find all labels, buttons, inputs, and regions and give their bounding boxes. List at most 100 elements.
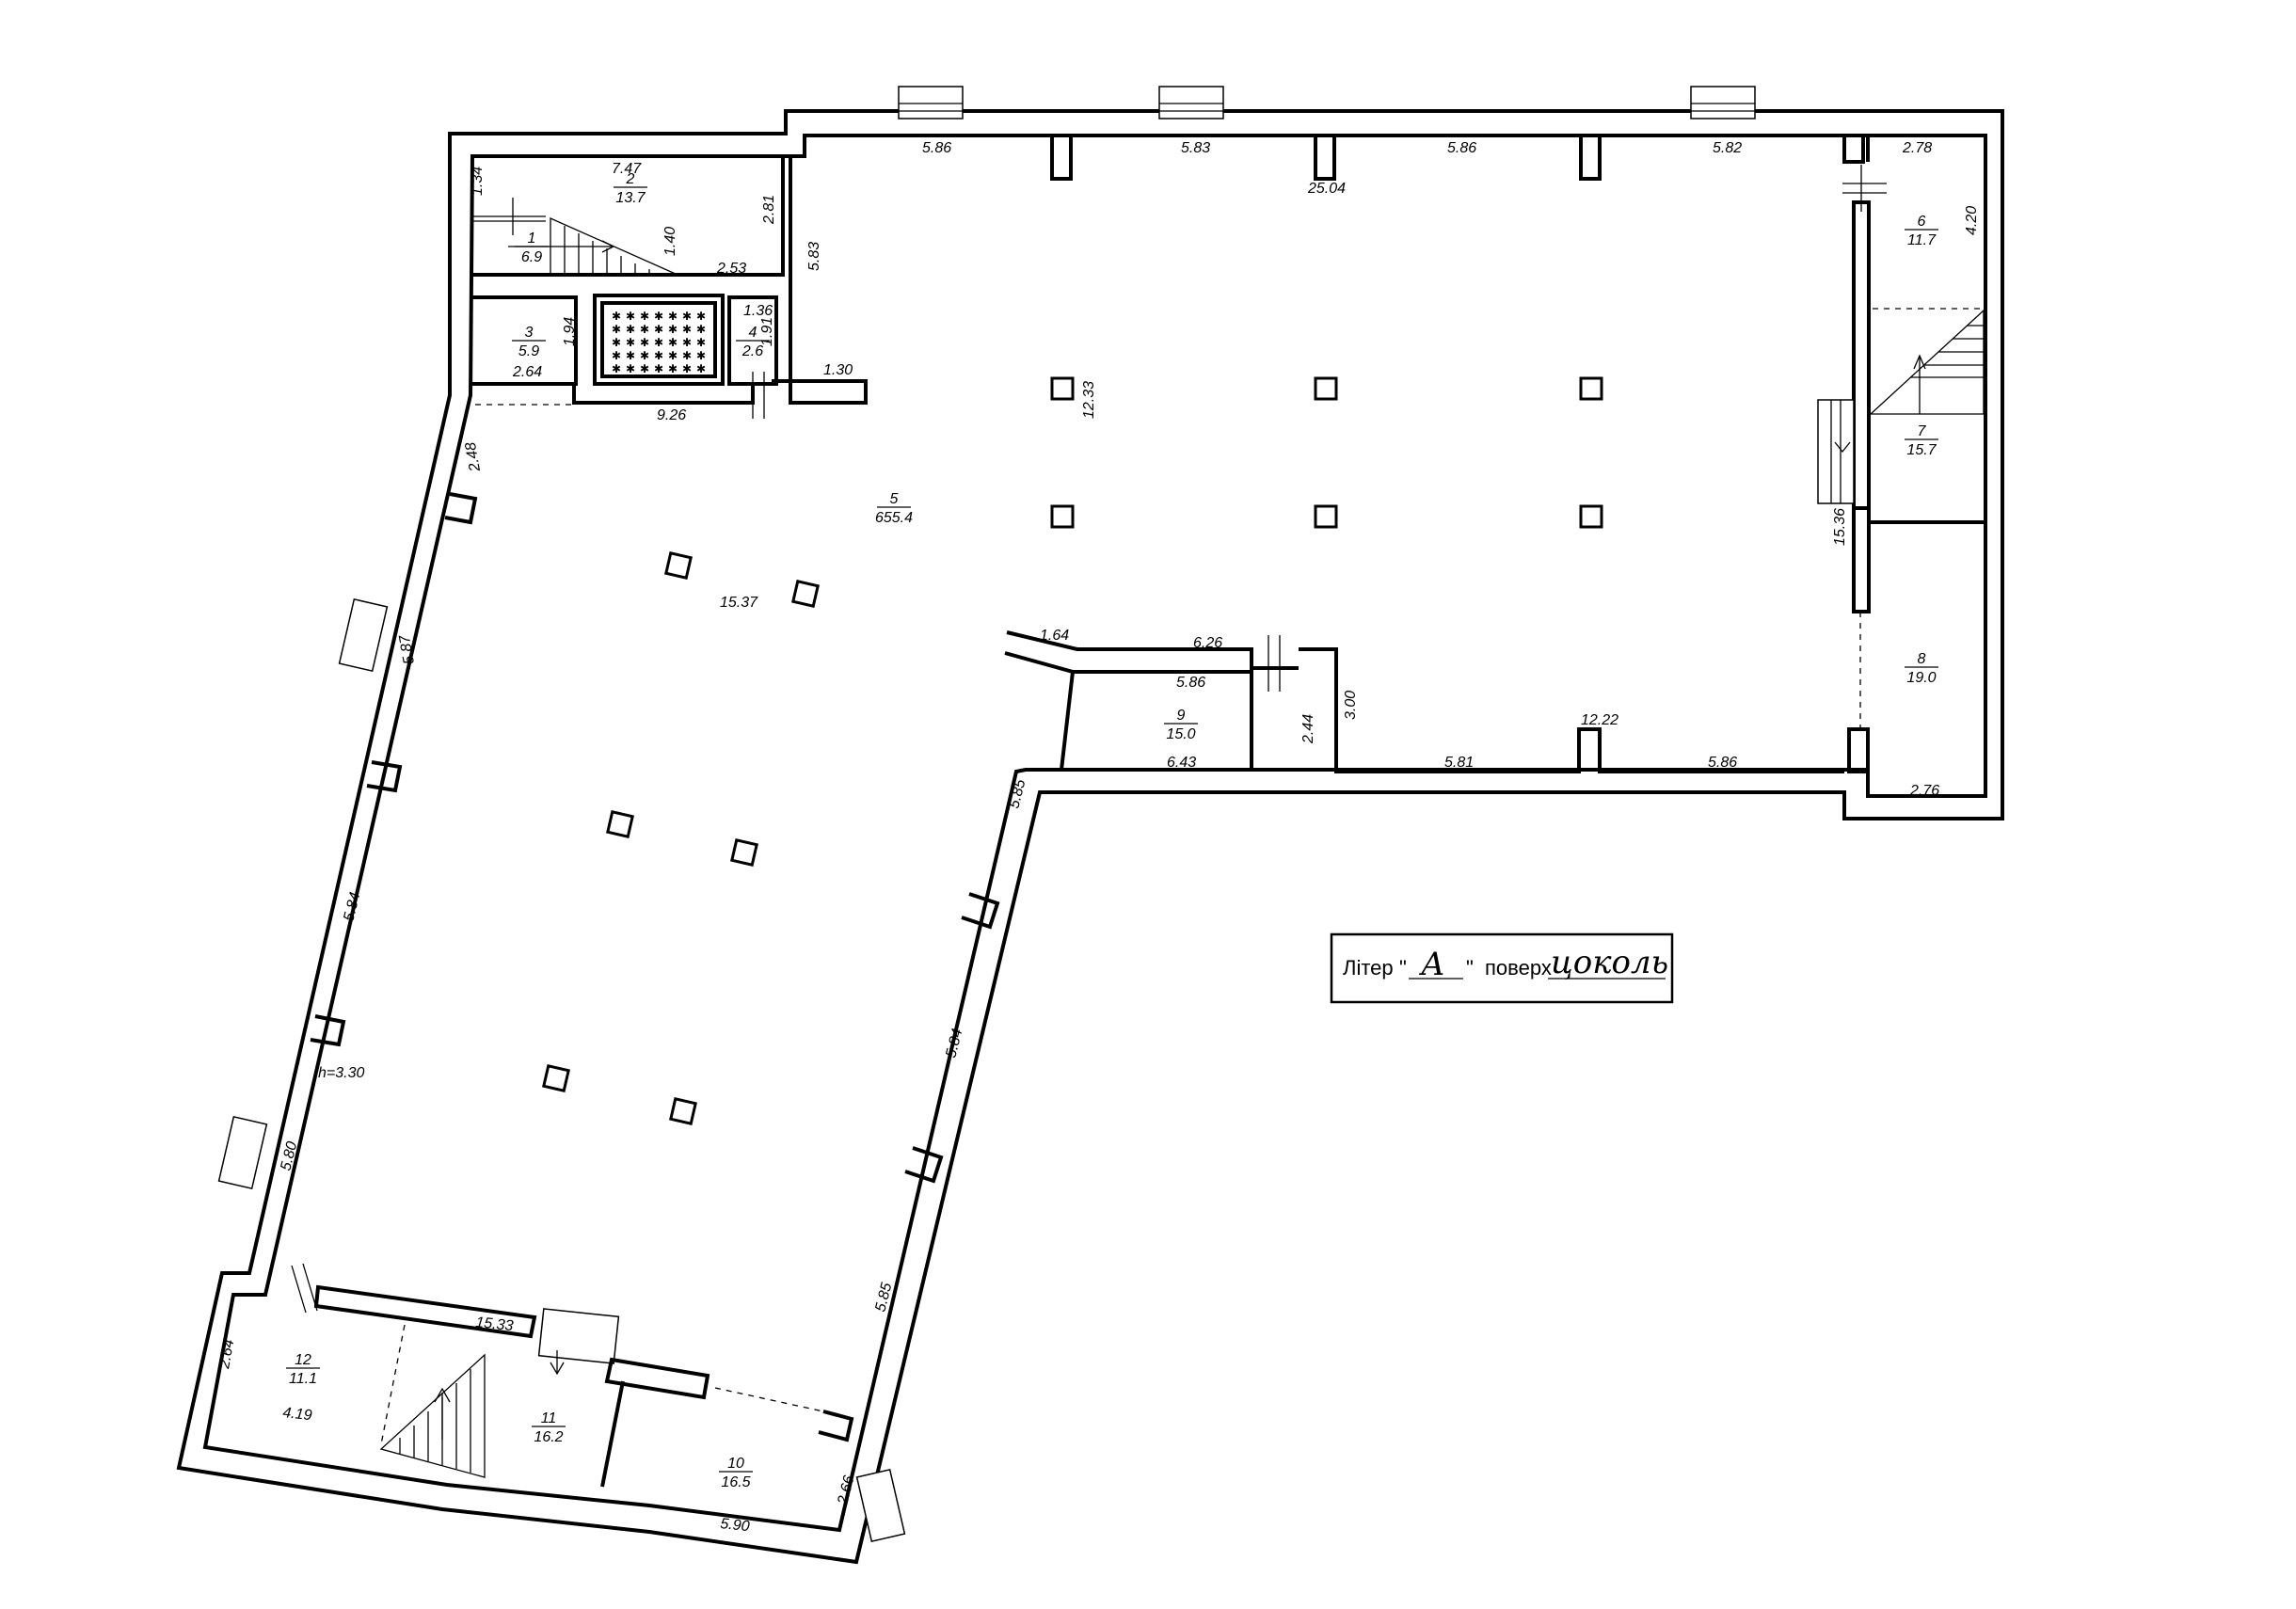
- dimension-label: 4.20: [1964, 206, 1980, 235]
- grid-mark: ✱: [682, 336, 692, 349]
- title-floor-word: поверх: [1485, 956, 1552, 980]
- room-area: 11.1: [289, 1371, 317, 1387]
- grid-mark: ✱: [696, 362, 706, 375]
- side-windows: [217, 597, 906, 1543]
- room-number: 2: [626, 171, 635, 187]
- dimension-label: 5.83: [1181, 140, 1210, 156]
- grid-mark: ✱: [640, 362, 649, 375]
- dimension-label: 4.19: [282, 1405, 313, 1424]
- grid-mark: ✱: [612, 336, 621, 349]
- grid-mark: ✱: [626, 362, 635, 375]
- dimension-label: 9.26: [657, 407, 686, 423]
- top-windows: [898, 86, 1756, 119]
- grid-mark: ✱: [668, 362, 678, 375]
- room-area: 6.9: [521, 249, 542, 265]
- title-floor-value: цоколь: [1551, 944, 1668, 981]
- dimension-label: 1.30: [823, 362, 853, 378]
- room-area: 16.2: [534, 1429, 563, 1445]
- room-7: 715.7: [1905, 423, 1938, 458]
- title-open-quote: ": [1399, 956, 1407, 980]
- title-prefix: Літер: [1343, 956, 1394, 980]
- right-block: [1817, 135, 1985, 773]
- room-9: 915.0: [1164, 708, 1198, 742]
- room-2: 213.7: [614, 171, 647, 206]
- dimension-label: 12.22: [1581, 712, 1618, 728]
- grid-mark: ✱: [682, 362, 692, 375]
- grid-mark: ✱: [682, 349, 692, 362]
- service-block: [472, 154, 868, 419]
- room-area: 15.7: [1906, 442, 1937, 458]
- grid-mark: ✱: [612, 310, 621, 323]
- grid-mark: ✱: [612, 323, 621, 336]
- room-number: 12: [295, 1352, 311, 1368]
- grid-mark: ✱: [682, 323, 692, 336]
- room-area: 655.4: [875, 510, 913, 526]
- dimension-label: 2.76: [1909, 783, 1939, 799]
- room-number: 4: [749, 325, 757, 341]
- dimension-label: 1.64: [1040, 628, 1069, 644]
- dimension-label: 5.86: [1447, 140, 1476, 156]
- room-number: 1: [528, 231, 536, 247]
- dimension-label: 5.81: [1444, 755, 1474, 771]
- dimension-label: 25.04: [1307, 181, 1346, 197]
- grid-mark: ✱: [626, 349, 635, 362]
- room-area: 11.7: [1907, 232, 1937, 248]
- dimension-label: 6.26: [1193, 635, 1222, 651]
- room-number: 10: [727, 1456, 744, 1472]
- grid-mark: ✱: [654, 349, 663, 362]
- room-8: 819.0: [1905, 651, 1938, 686]
- grid-mark: ✱: [696, 336, 706, 349]
- room-area: 2.6: [741, 343, 763, 359]
- dimension-label: 1.94: [562, 317, 578, 346]
- grid-mark: ✱: [626, 310, 635, 323]
- dimension-label: 5.84: [943, 1028, 965, 1059]
- grid-mark: ✱: [612, 362, 621, 375]
- room-area: 13.7: [615, 190, 646, 206]
- grid-mark: ✱: [640, 310, 649, 323]
- grid-mark: ✱: [696, 349, 706, 362]
- dimension-label: 2.48: [463, 441, 484, 474]
- dimension-label: 3.00: [1343, 691, 1359, 720]
- dimension-label: 2.81: [761, 195, 777, 225]
- room-labels: 16.9213.735.942.65655.4611.7715.7819.091…: [286, 171, 1938, 1490]
- grid-mark: ✱: [696, 323, 706, 336]
- grid-mark: ✱: [626, 323, 635, 336]
- room-6: 611.7: [1905, 214, 1938, 248]
- dimension-label: 5.85: [1006, 778, 1028, 810]
- dimension-label: 1.40: [662, 227, 678, 256]
- room-number: 8: [1918, 651, 1926, 667]
- room-12: 12 11.1: [286, 1352, 320, 1387]
- inner-rooms: [1004, 630, 1844, 773]
- dimension-label: 1.36: [743, 303, 773, 319]
- left-pilasters: [310, 492, 1000, 1442]
- grid-mark: ✱: [612, 349, 621, 362]
- dimension-label: 6.43: [1167, 755, 1196, 771]
- dimension-label: 5.87: [397, 633, 418, 666]
- room-3: 35.9: [512, 325, 546, 359]
- dimension-label: 15.36: [1832, 508, 1848, 546]
- room-number: 9: [1177, 708, 1186, 724]
- grid-mark: ✱: [668, 349, 678, 362]
- dimension-label: 5.84: [341, 891, 363, 923]
- grid-mark: ✱: [668, 310, 678, 323]
- dimension-label: 2.64: [216, 1338, 237, 1371]
- dimension-label: 5.82: [1713, 140, 1742, 156]
- title-block: Літер " А " поверх цоколь: [1330, 932, 1674, 1004]
- top-pilasters: [1050, 134, 1865, 181]
- room-number: 3: [525, 325, 534, 341]
- columns: [542, 376, 1603, 1125]
- dimension-label: 5.86: [1176, 675, 1205, 691]
- dimension-label: 5.90: [720, 1516, 751, 1535]
- title-close-quote: ": [1466, 956, 1474, 980]
- dimension-label: 12.33: [1081, 381, 1097, 419]
- ventilation-grid: ✱✱✱✱✱✱✱✱✱✱✱✱✱✱✱✱✱✱✱✱✱✱✱✱✱✱✱✱✱✱✱✱✱✱✱: [612, 310, 706, 375]
- room-area: 19.0: [1906, 670, 1936, 686]
- grid-mark: ✱: [696, 310, 706, 323]
- grid-mark: ✱: [640, 323, 649, 336]
- dimension-label: 7.47: [612, 161, 642, 177]
- dimension-label: 1.34: [470, 167, 486, 196]
